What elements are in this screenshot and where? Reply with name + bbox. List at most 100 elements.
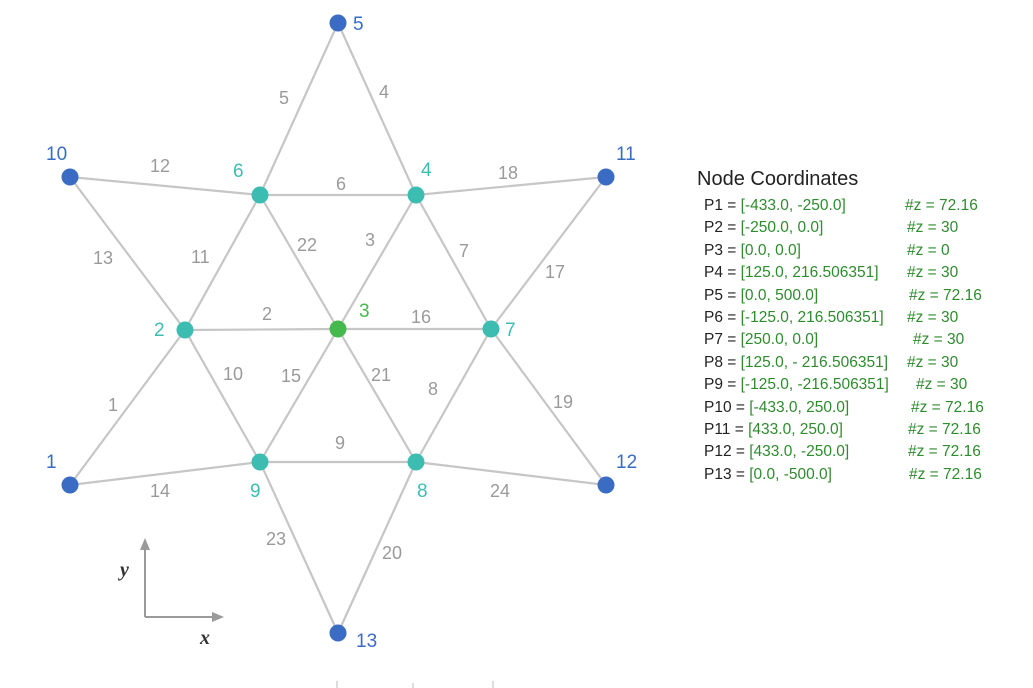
point-z-value: #z = 72.16 bbox=[908, 420, 981, 438]
member-label-22: 22 bbox=[297, 235, 317, 255]
node-label-8: 8 bbox=[417, 481, 428, 502]
coordinate-entry: P3 = [0.0, 0.0] bbox=[704, 242, 801, 260]
coordinate-entry: P7 = [250.0, 0.0] bbox=[704, 331, 818, 349]
point-z-value: #z = 72.16 bbox=[905, 197, 978, 214]
coordinate-entry: P11 = [433.0, 250.0] bbox=[704, 421, 843, 439]
coordinate-entry: P1 = [-433.0, -250.0] bbox=[704, 197, 846, 215]
point-name: P10 = bbox=[704, 398, 750, 416]
coordinate-row: P7 = [250.0, 0.0] #z = 30 bbox=[697, 331, 1017, 353]
member-14 bbox=[69, 460, 261, 487]
node-label-7: 7 bbox=[505, 320, 516, 341]
truss-diagram: 123456789101112131415161718192021222324 … bbox=[46, 14, 637, 688]
y-axis-label: y bbox=[118, 559, 129, 581]
point-name: P6 = bbox=[704, 308, 741, 326]
node-label-2: 2 bbox=[154, 320, 165, 341]
node-6 bbox=[251, 186, 269, 204]
point-xy-value: [-433.0, 250.0] bbox=[749, 398, 850, 416]
point-z-value: #z = 30 bbox=[913, 331, 965, 349]
member-label-8: 8 bbox=[428, 379, 438, 399]
point-name: P5 = bbox=[704, 286, 741, 304]
coordinate-entry: P8 = [125.0, - 216.506351] bbox=[704, 354, 888, 372]
member-8 bbox=[415, 328, 492, 463]
node-2 bbox=[176, 321, 194, 339]
node-4 bbox=[407, 186, 425, 204]
point-xy-value: [-125.0, -216.506351] bbox=[740, 376, 889, 394]
coordinate-row: P1 = [-433.0, -250.0] #z = 72.16 bbox=[697, 197, 1017, 219]
point-xy-value: [0.0, -500.0] bbox=[749, 465, 832, 483]
member-3 bbox=[337, 194, 417, 330]
coordinate-row: P12 = [433.0, -250.0]#z = 72.16 bbox=[697, 443, 1017, 465]
member-label-19: 19 bbox=[553, 392, 573, 412]
node-label-12: 12 bbox=[616, 452, 637, 473]
member-label-10: 10 bbox=[223, 364, 243, 384]
member-label-3: 3 bbox=[365, 230, 375, 250]
coordinate-row: P4 = [125.0, 216.506351]#z = 30 bbox=[697, 264, 1017, 286]
point-name: P8 = bbox=[704, 353, 741, 371]
member-11 bbox=[184, 194, 261, 331]
point-xy-value: [-125.0, 216.506351] bbox=[740, 308, 884, 326]
member-10 bbox=[184, 329, 261, 463]
node-11 bbox=[597, 168, 615, 186]
point-xy-value: [125.0, 216.506351] bbox=[740, 264, 879, 282]
node-label-5: 5 bbox=[353, 14, 364, 35]
point-z-value: #z = 72.16 bbox=[911, 398, 984, 416]
member-21 bbox=[337, 328, 417, 463]
point-z-value: #z = 0 bbox=[907, 241, 950, 259]
x-axis-label: x bbox=[199, 627, 210, 649]
member-label-17: 17 bbox=[545, 262, 565, 282]
node-7 bbox=[482, 320, 500, 338]
coordinate-entry: P12 = [433.0, -250.0] bbox=[704, 443, 849, 461]
point-name: P9 = bbox=[704, 376, 741, 394]
point-name: P1 = bbox=[704, 197, 741, 214]
member-13 bbox=[69, 176, 186, 331]
member-20 bbox=[336, 461, 418, 634]
node-12 bbox=[597, 476, 615, 494]
member-label-4: 4 bbox=[379, 82, 389, 102]
member-label-21: 21 bbox=[371, 365, 391, 385]
member-label-23: 23 bbox=[266, 529, 286, 549]
members-layer bbox=[69, 22, 607, 634]
node-label-6: 6 bbox=[233, 161, 244, 182]
bottom-ticks bbox=[336, 681, 494, 688]
coordinate-entry: P5 = [0.0, 500.0] bbox=[704, 287, 818, 305]
member-label-18: 18 bbox=[498, 163, 518, 183]
nodes-layer bbox=[61, 14, 615, 642]
coordinate-row: P10 = [-433.0, 250.0] #z = 72.16 bbox=[697, 399, 1017, 421]
point-name: P12 = bbox=[704, 443, 750, 461]
point-name: P11 = bbox=[704, 420, 749, 438]
member-17 bbox=[490, 176, 607, 330]
member-label-7: 7 bbox=[459, 241, 469, 261]
node-label-3: 3 bbox=[359, 301, 370, 322]
point-name: P13 = bbox=[704, 465, 750, 483]
member-22 bbox=[259, 194, 339, 330]
member-label-12: 12 bbox=[150, 156, 170, 176]
point-z-value: #z = 30 bbox=[907, 219, 959, 237]
point-name: P7 = bbox=[704, 331, 741, 349]
member-label-24: 24 bbox=[490, 481, 510, 501]
member-2 bbox=[184, 327, 339, 332]
point-xy-value: [125.0, - 216.506351] bbox=[740, 353, 888, 371]
node-9 bbox=[251, 453, 269, 471]
member-1 bbox=[69, 329, 186, 486]
node-3 bbox=[329, 320, 347, 338]
coordinate-entry: P4 = [125.0, 216.506351] bbox=[704, 264, 879, 282]
node-label-4: 4 bbox=[421, 160, 432, 181]
member-label-5: 5 bbox=[279, 88, 289, 108]
coordinate-row: P9 = [-125.0, -216.506351]#z = 30 bbox=[697, 376, 1017, 398]
point-xy-value: [250.0, 0.0] bbox=[740, 331, 819, 349]
node-coordinates-panel: Node Coordinates P1 = [-433.0, -250.0]#z… bbox=[697, 168, 1017, 488]
member-7 bbox=[415, 194, 492, 330]
node-8 bbox=[407, 453, 425, 471]
member-24 bbox=[415, 460, 607, 487]
point-name: P2 = bbox=[704, 219, 741, 237]
point-xy-value: [433.0, -250.0] bbox=[749, 443, 850, 461]
point-z-value: #z = 72.16 bbox=[909, 286, 982, 304]
node-10 bbox=[61, 168, 79, 186]
node-1 bbox=[61, 476, 79, 494]
member-label-13: 13 bbox=[93, 248, 113, 268]
coordinate-row: P2 = [-250.0, 0.0]#z = 30 bbox=[697, 219, 1017, 241]
coordinate-entry: P9 = [-125.0, -216.506351] bbox=[704, 376, 889, 394]
coordinate-row: P8 = [125.0, - 216.506351]#z = 30 bbox=[697, 354, 1017, 376]
